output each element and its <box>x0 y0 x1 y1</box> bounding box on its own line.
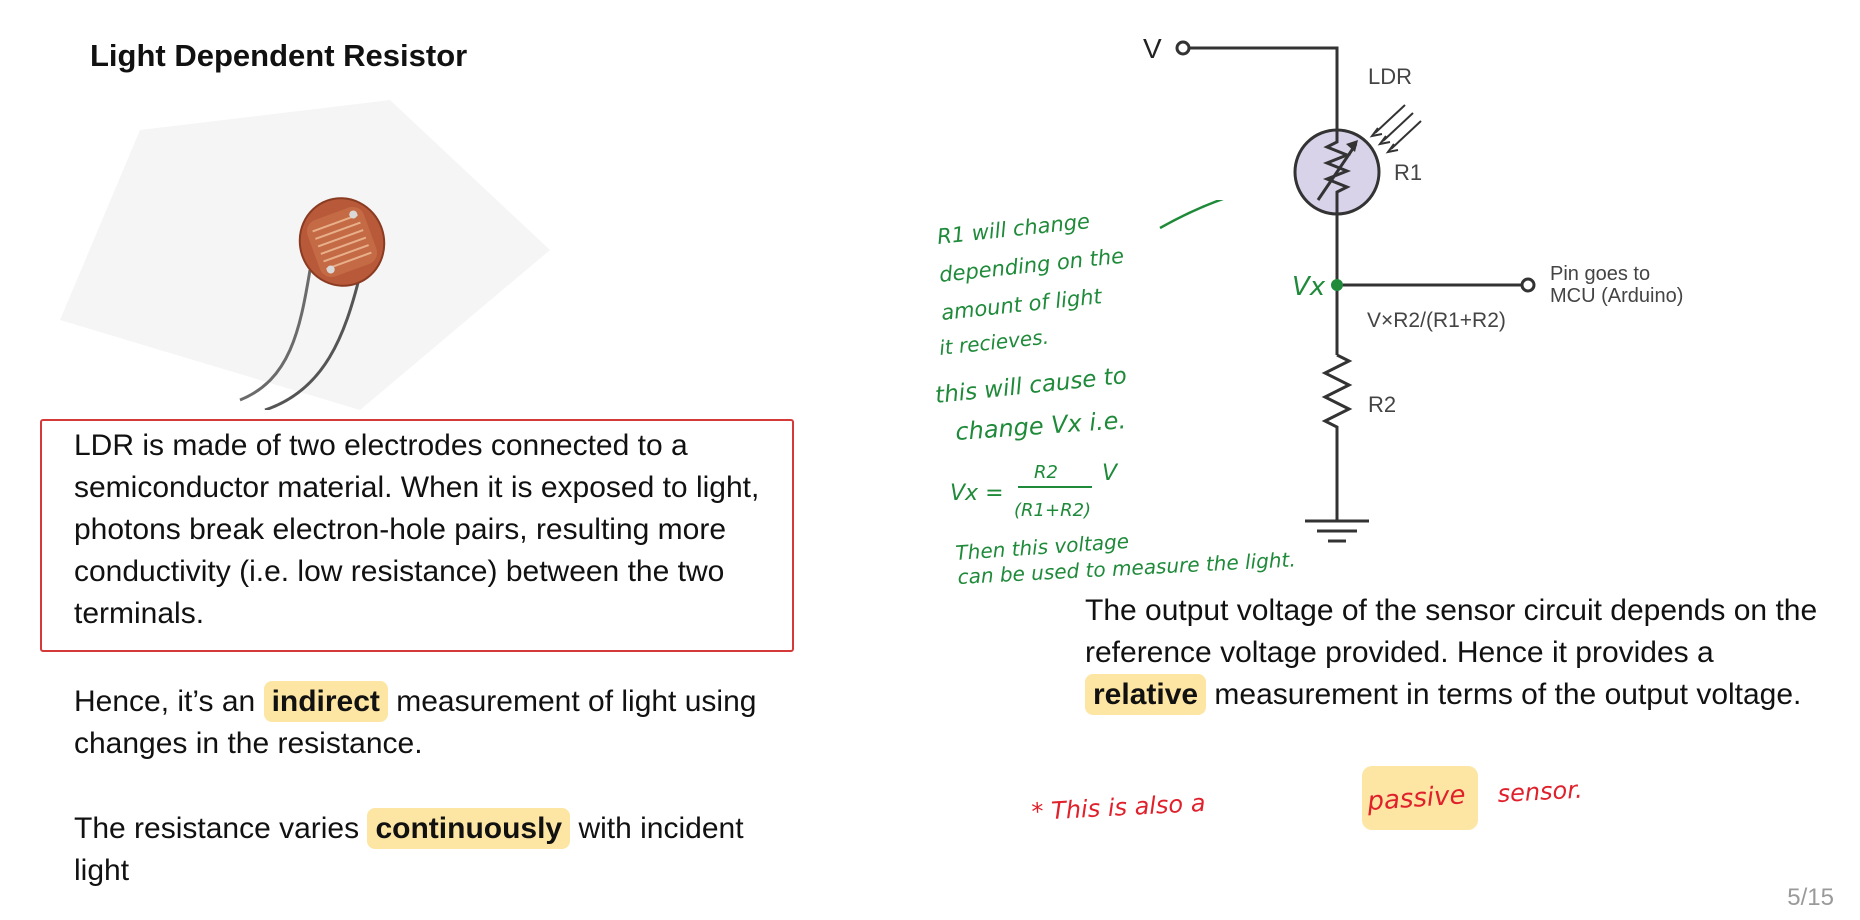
supply-wire <box>1189 46 1339 130</box>
passive-highlight-box <box>1362 766 1478 830</box>
indirect-highlight: indirect <box>263 681 388 722</box>
note-line-5: this will cause to <box>934 363 1128 409</box>
passive-note-after: sensor. <box>1497 776 1583 808</box>
indirect-after: measurement of light using changes in th… <box>74 685 757 760</box>
formula-lhs: Vx = <box>950 481 1004 506</box>
passive-note-highlight: passive <box>1365 780 1466 817</box>
note-arrow <box>1159 200 1224 230</box>
r2-label: R2 <box>1368 392 1396 417</box>
passive-note-before: * This is also a <box>1031 789 1206 826</box>
variable-arrow <box>1316 143 1358 201</box>
ldr-photo <box>60 100 550 410</box>
definition-text: LDR is made of two electrodes connected … <box>74 429 760 630</box>
r2-zigzag <box>1321 353 1353 520</box>
relative-before: The output voltage of the sensor circuit… <box>1085 594 1818 669</box>
definition-box <box>40 419 794 652</box>
continuous-highlight: continuously <box>367 808 571 849</box>
relative-after: measurement in terms of the output volta… <box>1206 678 1802 711</box>
formula-numerator: R2 <box>1034 462 1058 483</box>
continuous-before: The resistance varies <box>74 812 368 845</box>
note-line-4: it recieves. <box>938 325 1050 360</box>
vx-node <box>1331 279 1343 291</box>
output-formula: V×R2/(R1+R2) <box>1367 309 1506 332</box>
relative-paragraph: The output voltage of the sensor circuit… <box>1085 590 1825 716</box>
pin-label-line2: MCU (Arduino) <box>1550 285 1683 307</box>
page-number: 5/15 <box>1787 884 1834 911</box>
supply-label: V <box>1143 33 1162 64</box>
light-arrows <box>1369 104 1422 154</box>
voltage-divider-circuit: V LDR R1 Pin goes to MCU (Arduino) V×R2/… <box>1143 33 1683 543</box>
indirect-before: Hence, it’s an <box>74 685 264 718</box>
ldr-label: LDR <box>1368 64 1412 89</box>
formula-v: V <box>1102 461 1119 486</box>
ground-symbol <box>1305 519 1369 543</box>
note-line-1: R1 will change <box>936 209 1091 249</box>
relative-highlight: relative <box>1085 674 1207 715</box>
note-line-2: depending on the <box>938 244 1125 287</box>
continuous-paragraph: The resistance varies continuously with … <box>74 808 794 892</box>
continuous-after: with incident light <box>74 812 744 887</box>
note-line-6: change Vx i.e. <box>954 406 1126 446</box>
supply-terminal <box>1175 40 1191 56</box>
passive-sensor-note: * This is also a passive sensor. <box>1031 766 1583 830</box>
r1-label: R1 <box>1394 160 1422 185</box>
formula-denominator: (R1+R2) <box>1014 500 1091 521</box>
indirect-paragraph: Hence, it’s an indirect measurement of l… <box>74 681 794 765</box>
ldr-zigzag <box>1322 130 1352 214</box>
output-terminal <box>1520 277 1536 293</box>
pin-label-line1: Pin goes to <box>1550 263 1650 285</box>
note-line-3: amount of light <box>940 284 1104 325</box>
handwritten-notes: Vx R1 will change depending on the amoun… <box>934 200 1326 589</box>
slide-title: Light Dependent Resistor <box>90 38 468 73</box>
vx-handwritten-label: Vx <box>1292 272 1326 302</box>
